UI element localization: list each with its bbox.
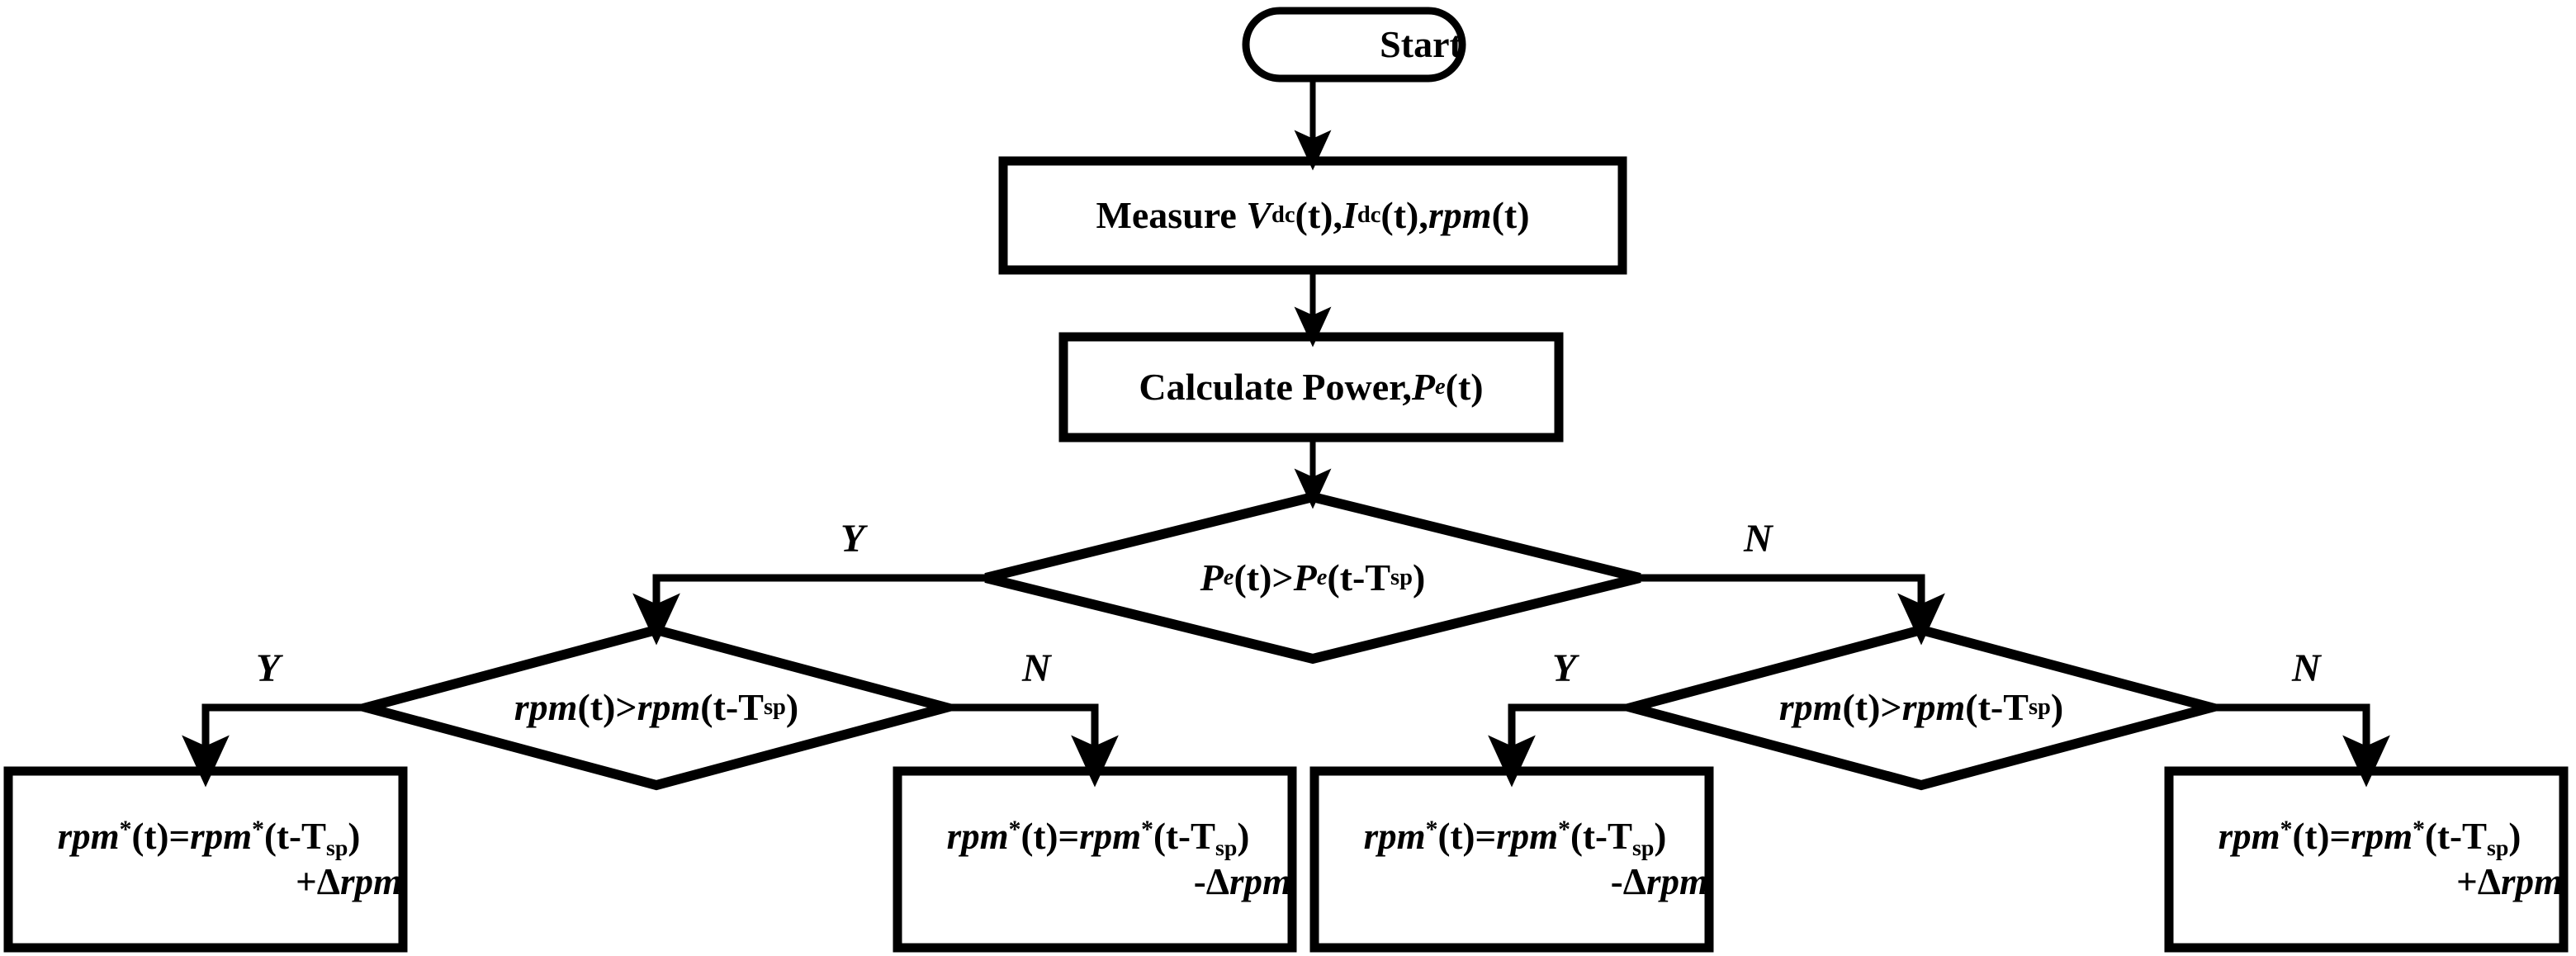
- node-measure-shape[interactable]: [998, 156, 1627, 275]
- connector-right-no-to-result-4: [2211, 703, 2390, 788]
- branch-label-right-no: N: [2292, 646, 2321, 690]
- result-4-line-2: +Δrpm: [2456, 861, 2563, 903]
- branch-label-power-yes: Y: [841, 517, 865, 561]
- node-decision-rpm-left-shape[interactable]: [347, 624, 966, 791]
- connector-left-no-to-result-2: [946, 703, 1119, 788]
- node-result-2-shape[interactable]: [893, 766, 1297, 953]
- branch-label-right-yes: Y: [1552, 646, 1577, 690]
- connector-power-no-to-right-decision: [1640, 574, 1945, 646]
- node-result-1-shape[interactable]: [3, 766, 408, 953]
- result-1-line-2: +Δrpm: [296, 861, 402, 903]
- result-2-line-2: -Δrpm: [1193, 861, 1291, 903]
- node-decision-power-shape[interactable]: [984, 491, 1641, 665]
- connector-left-yes-to-result-1: [182, 703, 367, 788]
- branch-label-left-no: N: [1022, 646, 1051, 690]
- node-result-3-shape[interactable]: [1309, 766, 1714, 953]
- connector-right-yes-to-result-3: [1488, 703, 1631, 788]
- node-result-4-label: rpm*(t)=rpm*(t-Tsp) +Δrpm: [2166, 789, 2574, 930]
- result-3-line-2: -Δrpm: [1610, 861, 1708, 903]
- node-result-4-shape[interactable]: [2164, 766, 2569, 953]
- connector-power-yes-to-left-decision: [632, 574, 986, 646]
- node-result-2-label: rpm*(t)=rpm*(t-Tsp) -Δrpm: [894, 789, 1302, 930]
- branch-label-left-yes: Y: [256, 646, 281, 690]
- node-decision-rpm-right-shape[interactable]: [1612, 624, 2231, 791]
- result-2-line-1: rpm*(t)=rpm*(t-Tsp): [946, 816, 1250, 862]
- node-result-3-label: rpm*(t)=rpm*(t-Tsp) -Δrpm: [1311, 789, 1719, 930]
- result-1-line-1: rpm*(t)=rpm*(t-Tsp): [57, 816, 361, 862]
- node-calculate-shape[interactable]: [1058, 332, 1564, 443]
- result-3-line-1: rpm*(t)=rpm*(t-Tsp): [1363, 816, 1667, 862]
- node-start-label: Start: [1380, 23, 1462, 66]
- node-start-shape[interactable]: [1242, 7, 1466, 83]
- branch-label-power-no: N: [1744, 517, 1773, 561]
- node-result-1-label: rpm*(t)=rpm*(t-Tsp) +Δrpm: [5, 789, 413, 930]
- result-4-line-1: rpm*(t)=rpm*(t-Tsp): [2218, 816, 2522, 862]
